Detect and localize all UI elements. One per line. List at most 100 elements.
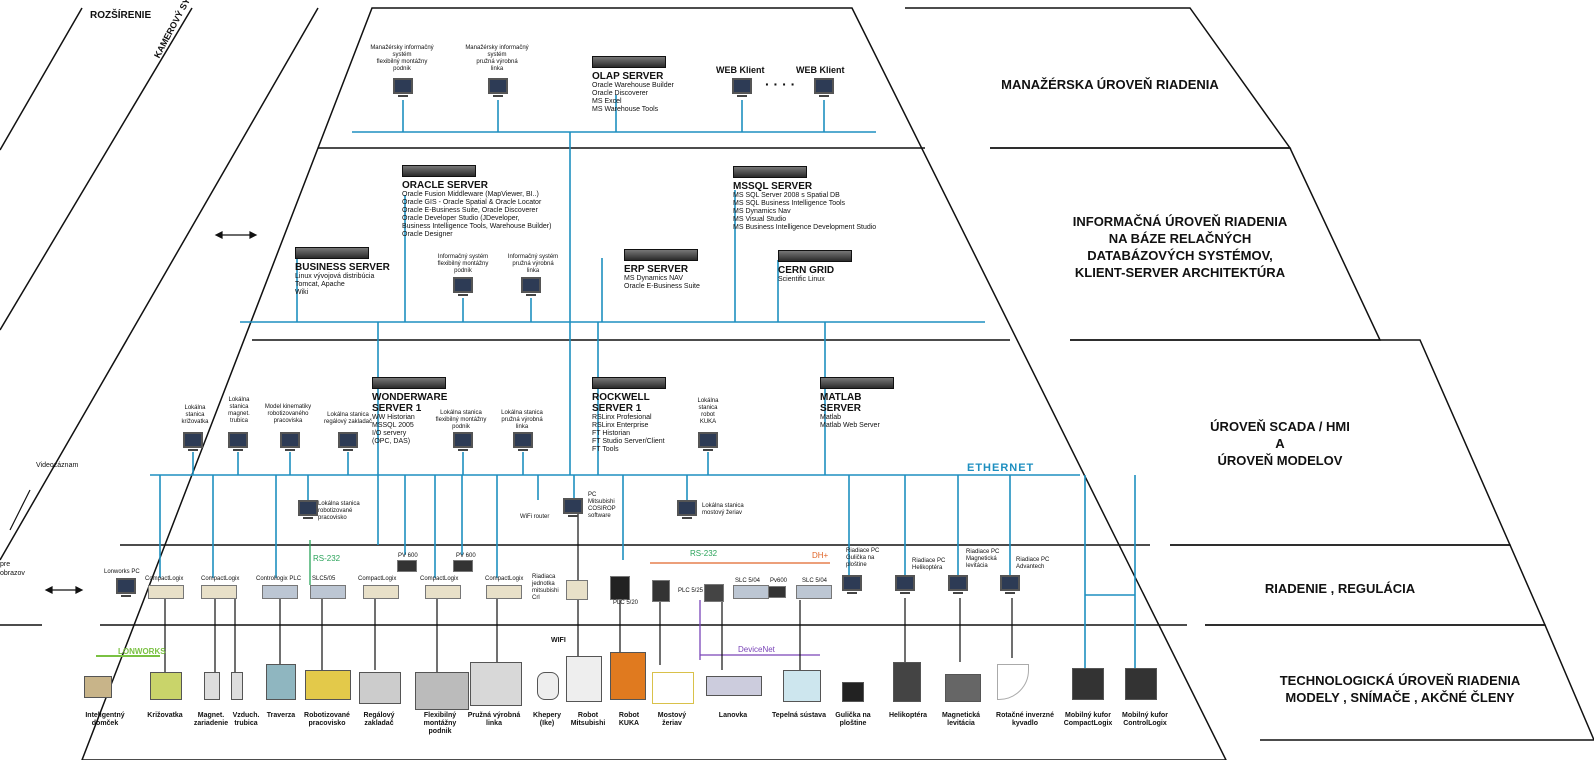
plc-icon	[796, 585, 832, 599]
computer-icon	[947, 575, 969, 593]
computer-icon	[697, 432, 719, 450]
computer-icon	[452, 277, 474, 295]
laptop-icon	[562, 498, 584, 516]
obrazov-label: pre obrazov	[0, 560, 25, 578]
ls-kuka: Lokálna stanica robot KUKA	[673, 398, 743, 426]
heat-system-icon	[783, 670, 821, 702]
khepera-icon	[537, 672, 559, 700]
ws-is-line: Informačný systém pružná výrobná linka	[498, 254, 568, 275]
wifi-router: WiFi router	[520, 513, 549, 521]
crossroad-icon	[150, 672, 182, 700]
ctrl-pc-gulicka: Riadiace PC Gulička na ploštine	[846, 548, 916, 569]
device-case-control: Mobilný kufor ControlLogix	[1110, 712, 1180, 728]
dhplus-label: DH+	[812, 552, 828, 560]
ethernet-label: ETHERNET	[967, 464, 1034, 472]
plc-icon	[310, 585, 346, 599]
plc-icon	[652, 580, 670, 602]
ctrl-pv600-a: PV 600	[398, 553, 418, 560]
computer-icon	[337, 432, 359, 450]
plc-icon	[486, 585, 522, 599]
server-rack-icon	[624, 249, 698, 261]
computer-icon	[841, 575, 863, 593]
computer-icon	[676, 500, 698, 518]
level-tech: TECHNOLOGICKÁ ÚROVEŇ RIADENIA MODELY , S…	[1255, 672, 1545, 706]
ls-robot-prac: Lokálna stanica robotizované pracovisko	[318, 501, 388, 522]
server-rack-icon	[733, 166, 807, 178]
ctrl-compactlogix-2: CompactLogix	[201, 576, 239, 583]
ctrl-compactlogix-5: CompactLogix	[485, 576, 523, 583]
helicopter-icon	[893, 662, 921, 702]
computer-icon	[115, 578, 137, 596]
plc-icon	[733, 585, 769, 599]
server-rack-icon	[820, 377, 894, 389]
ctrl-plc525: PLC 5/25	[678, 588, 703, 595]
robot-mitsubishi-icon	[566, 656, 602, 702]
plc-icon	[768, 586, 786, 598]
ctrl-plc520: PLC 5/20	[613, 600, 638, 607]
computer-icon	[279, 432, 301, 450]
computer-icon	[512, 432, 534, 450]
production-line-icon	[470, 662, 522, 706]
plc-icon	[397, 560, 417, 572]
ctrl-slc505: SLC5/05	[312, 576, 335, 583]
wifi-label: WIFI	[551, 637, 566, 645]
plc-icon	[566, 580, 588, 600]
server-rack-icon	[295, 247, 369, 259]
robot-kuka-icon	[610, 652, 646, 700]
ctrl-controllogix: Controllogix PLC	[256, 576, 301, 583]
ls-flexible: Lokálna stanica flexibilný montážny podn…	[426, 410, 496, 431]
server-rack-icon	[402, 165, 476, 177]
ctrl-compactlogix-3: CompactLogix	[358, 576, 396, 583]
device-crane: Mostový žeriav	[637, 712, 707, 728]
plc-icon	[610, 576, 630, 600]
lonworks-label: LONWORKS	[118, 648, 166, 656]
computer-icon	[813, 78, 835, 96]
plc-icon	[201, 585, 237, 599]
magnet-icon	[204, 672, 220, 700]
computer-icon	[227, 432, 249, 450]
server-rack-icon	[778, 250, 852, 262]
robot-cell-icon	[305, 670, 351, 700]
ws-mis-flexible: Manažérsky informačný systém flexibilný …	[367, 45, 437, 73]
traverse-icon	[266, 664, 296, 700]
case-controllogix-icon	[1125, 668, 1157, 700]
level-control: RIADENIE , REGULÁCIA	[1240, 580, 1440, 597]
case-compactlogix-icon	[1072, 668, 1104, 700]
computer-icon	[452, 432, 474, 450]
rozsirenie-label: ROZŠÍRENIE	[90, 10, 151, 21]
videozaznam-label: Videozáznam	[36, 462, 78, 469]
devicenet-label: DeviceNet	[738, 646, 775, 654]
level-info: INFORMAČNÁ ÚROVEŇ RIADENIA NA BÁZE RELAČ…	[1040, 213, 1320, 281]
level-manager: MANAŽÉRSKA ÚROVEŇ RIADENIA	[960, 76, 1260, 93]
ctrl-pv600-b: PV 600	[456, 553, 476, 560]
computer-icon	[487, 78, 509, 96]
device-rack: Regálový zakladač	[344, 712, 414, 728]
house-icon	[84, 676, 112, 698]
ws-mis-line: Manažérsky informačný systém pružná výro…	[462, 45, 532, 73]
ctrl-slc504-a: SLC 5/04	[735, 578, 760, 585]
ctrl-compactlogix-1: CompactLogix	[145, 576, 183, 583]
plc-icon	[363, 585, 399, 599]
computer-icon	[182, 432, 204, 450]
pc-mitsubishi: PC Mitsubishi COSIROP software	[588, 492, 658, 520]
ls-regal: Lokálna stanica regálový zakladač	[313, 412, 383, 426]
plc-icon	[148, 585, 184, 599]
computer-icon	[731, 78, 753, 96]
rs232-label-b: RS-232	[690, 550, 717, 558]
level-scada: ÚROVEŇ SCADA / HMI A ÚROVEŇ MODELOV	[1160, 418, 1400, 469]
computer-icon	[392, 78, 414, 96]
computer-icon	[520, 277, 542, 295]
computer-icon	[297, 500, 319, 518]
web-client-2: WEB Klient	[796, 66, 845, 74]
cableway-icon	[706, 676, 762, 696]
server-rack-icon	[372, 377, 446, 389]
